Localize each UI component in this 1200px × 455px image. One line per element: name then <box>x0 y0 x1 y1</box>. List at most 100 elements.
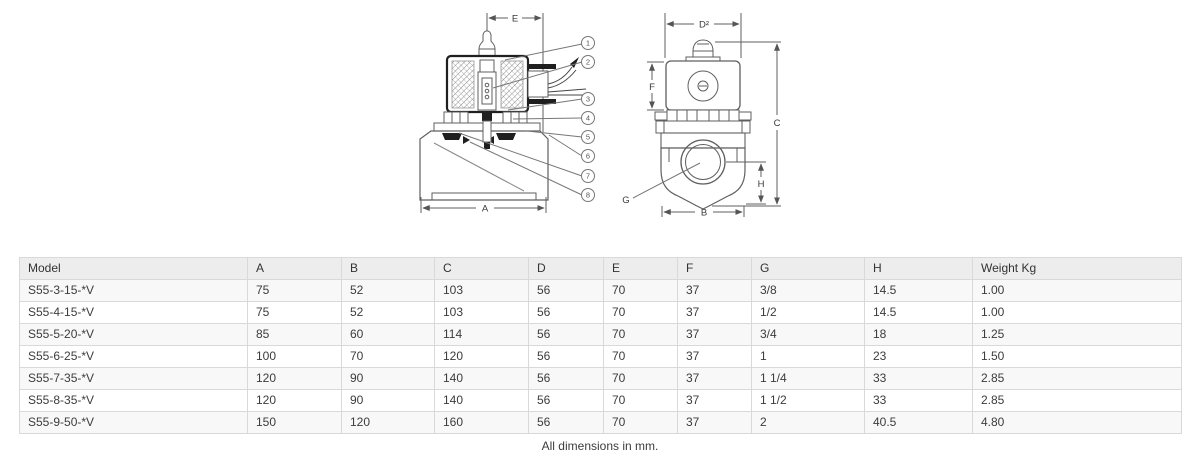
value-cell: 70 <box>603 389 678 412</box>
plunger <box>481 77 493 105</box>
value-cell: 33 <box>864 367 973 390</box>
value-cell: 1 1/4 <box>751 367 865 390</box>
value-cell: 75 <box>247 279 342 302</box>
value-cell: 56 <box>528 345 604 368</box>
value-cell: 1/2 <box>751 301 865 324</box>
value-cell: 37 <box>677 301 752 324</box>
model-cell: S55-6-25-*V <box>19 345 248 368</box>
value-cell: 40.5 <box>864 411 973 434</box>
dimension-label-b: B <box>701 208 707 219</box>
value-cell: 120 <box>247 389 342 412</box>
diaphragm-seal-left <box>442 133 462 140</box>
value-cell: 90 <box>341 367 435 390</box>
top-nut <box>685 39 721 62</box>
value-cell: 37 <box>677 411 752 434</box>
callout-balloons: 1 2 3 4 5 6 7 8 <box>581 36 595 202</box>
port-label-g: G <box>622 162 701 206</box>
value-cell: 56 <box>528 367 604 390</box>
coil-winding-left <box>451 60 475 109</box>
dimension-h: H <box>726 161 766 205</box>
value-cell: 56 <box>528 279 604 302</box>
value-cell: 37 <box>677 279 752 302</box>
column-header: B <box>341 257 435 280</box>
value-cell: 120 <box>341 411 435 434</box>
model-cell: S55-9-50-*V <box>19 411 248 434</box>
dimension-label-e: E <box>512 14 518 25</box>
dimension-c: C <box>712 41 781 207</box>
callout-1: 1 <box>586 39 590 48</box>
wire-tip <box>570 57 579 68</box>
valve-cross-section-view: E <box>419 13 595 215</box>
value-cell: 70 <box>603 323 678 346</box>
value-cell: 75 <box>247 301 342 324</box>
dimension-label-g: G <box>622 195 629 206</box>
diaphragm-seal-right <box>496 133 516 140</box>
value-cell: 70 <box>603 345 678 368</box>
value-cell: 52 <box>341 279 435 302</box>
dimension-b: B <box>661 206 745 219</box>
value-cell: 60 <box>341 323 435 346</box>
port-outer-circle <box>680 139 726 185</box>
dimension-a: A <box>420 197 547 215</box>
dimensions-note: All dimensions in mm. <box>541 439 659 453</box>
callout-3: 3 <box>586 95 590 104</box>
column-header: H <box>864 257 973 280</box>
value-cell: 90 <box>341 389 435 412</box>
value-cell: 70 <box>603 279 678 302</box>
nameplate-circle <box>687 70 719 102</box>
value-cell: 114 <box>434 323 529 346</box>
value-cell: 33 <box>864 389 973 412</box>
callout-6: 6 <box>586 152 590 161</box>
value-cell: 1.50 <box>972 345 1182 368</box>
value-cell: 70 <box>341 345 435 368</box>
callout-4: 4 <box>586 114 590 123</box>
column-header: E <box>603 257 678 280</box>
model-cell: S55-7-35-*V <box>19 367 248 390</box>
technical-drawing: E <box>419 13 781 219</box>
dimension-label-a: A <box>482 204 489 215</box>
model-cell: S55-5-20-*V <box>19 323 248 346</box>
value-cell: 103 <box>434 301 529 324</box>
callout-8: 8 <box>586 191 590 200</box>
value-cell: 140 <box>434 389 529 412</box>
value-cell: 1.25 <box>972 323 1182 346</box>
dimension-f: F <box>647 61 664 111</box>
value-cell: 52 <box>341 301 435 324</box>
value-cell: 14.5 <box>864 279 973 302</box>
column-header: D <box>528 257 604 280</box>
value-cell: 150 <box>247 411 342 434</box>
column-header: Model <box>19 257 248 280</box>
coil-winding-right <box>500 60 524 109</box>
value-cell: 4.80 <box>972 411 1182 434</box>
value-cell: 2 <box>751 411 865 434</box>
value-cell: 37 <box>677 323 752 346</box>
value-cell: 1.00 <box>972 279 1182 302</box>
model-cell: S55-8-35-*V <box>19 389 248 412</box>
callout-leaders <box>458 43 583 196</box>
conduit-and-lead-wires <box>527 57 587 104</box>
value-cell: 160 <box>434 411 529 434</box>
value-cell: 56 <box>528 411 604 434</box>
coil-front <box>665 60 741 111</box>
value-cell: 2.85 <box>972 367 1182 390</box>
value-cell: 1.00 <box>972 301 1182 324</box>
port-inner-circle <box>685 144 721 180</box>
callout-7: 7 <box>586 172 590 181</box>
column-header: C <box>434 257 529 280</box>
dimension-label-d: D² <box>699 20 709 31</box>
value-cell: 23 <box>864 345 973 368</box>
value-cell: 120 <box>247 367 342 390</box>
value-cell: 1 <box>751 345 865 368</box>
value-cell: 56 <box>528 323 604 346</box>
value-cell: 70 <box>603 411 678 434</box>
column-header: F <box>677 257 752 280</box>
value-cell: 1 1/2 <box>751 389 865 412</box>
valve-top-dome <box>478 30 496 56</box>
value-cell: 140 <box>434 367 529 390</box>
callout-2: 2 <box>586 58 590 67</box>
